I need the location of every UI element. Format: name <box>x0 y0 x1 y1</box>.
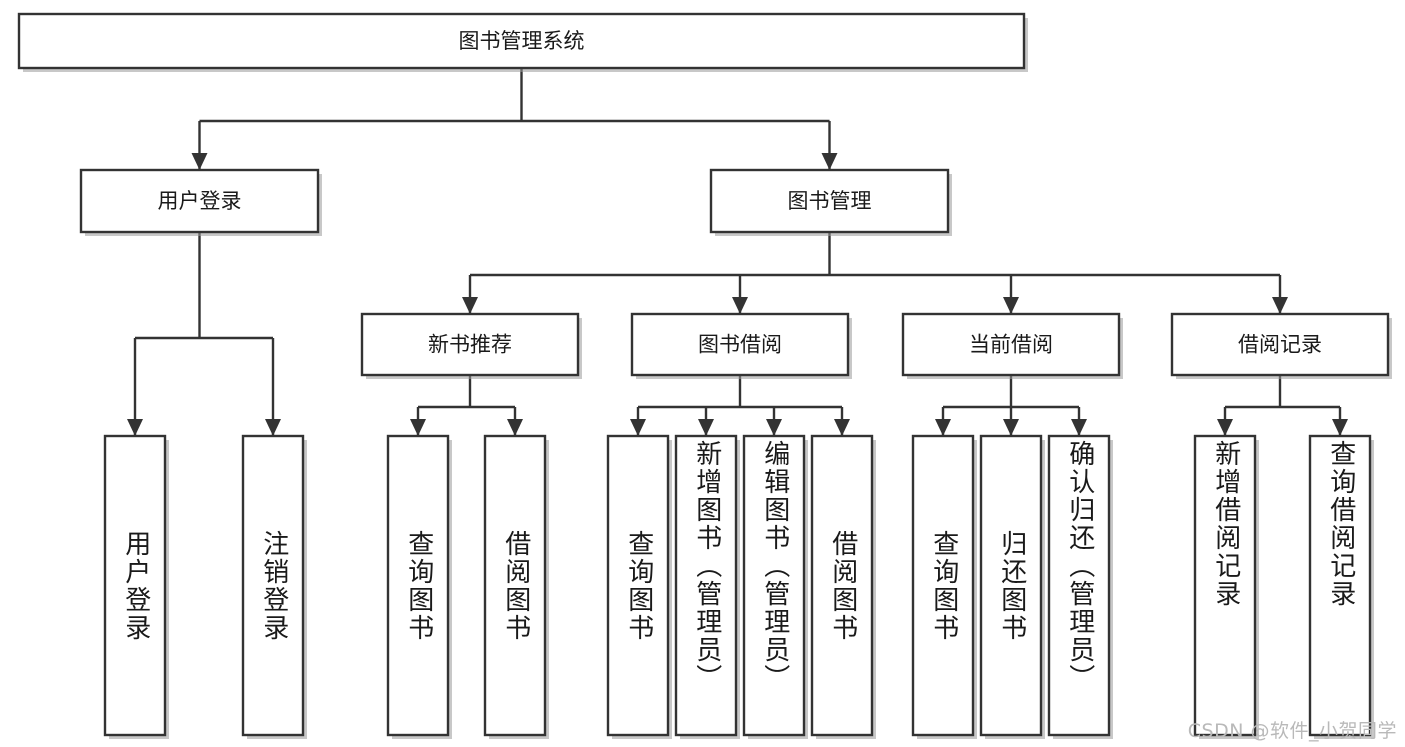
node-label: 借阅记录 <box>1238 333 1322 357</box>
arrow-head-icon <box>462 297 478 314</box>
node-box[interactable] <box>1193 434 1257 737</box>
arrow-head-icon <box>507 419 523 436</box>
arrow-head-icon <box>732 297 748 314</box>
node-borrow-records[interactable]: 借阅记录 <box>1170 312 1392 379</box>
node-box[interactable] <box>606 434 670 737</box>
node-leaf-return-book[interactable] <box>979 434 1045 739</box>
arrow-head-icon <box>1071 419 1087 436</box>
node-label: 新书推荐 <box>428 333 512 357</box>
arrow-head-icon <box>698 419 714 436</box>
node-box[interactable] <box>911 434 975 737</box>
edge-group-book-borrow <box>630 375 850 436</box>
arrow-head-icon <box>127 419 143 436</box>
arrow-head-icon <box>1003 419 1019 436</box>
edge-group-new-book-recommend <box>410 375 523 436</box>
arrow-head-icon <box>821 153 838 170</box>
arrow-head-icon <box>630 419 646 436</box>
node-box[interactable] <box>483 434 547 737</box>
edge-group-borrow-records <box>1217 375 1348 436</box>
node-label: 用户登录 <box>158 189 242 213</box>
node-leaf-query-book-current[interactable] <box>911 434 977 739</box>
node-book-borrow[interactable]: 图书借阅 <box>630 312 852 379</box>
watermark-text: CSDN @软件_小贺同学 <box>1187 720 1397 742</box>
node-leaf-borrow-book-rec[interactable] <box>483 434 549 739</box>
edges-layer <box>127 68 1348 436</box>
node-box[interactable] <box>360 312 580 377</box>
node-box[interactable] <box>979 434 1043 737</box>
node-root[interactable]: 图书管理系统 <box>17 12 1028 72</box>
edge-group-root <box>191 68 838 170</box>
node-user-login[interactable]: 用户登录 <box>79 168 322 236</box>
node-leaf-user-logout[interactable] <box>241 434 307 739</box>
node-label: 当前借阅 <box>969 333 1053 357</box>
node-leaf-user-login[interactable] <box>103 434 169 739</box>
node-box[interactable] <box>810 434 874 737</box>
arrow-head-icon <box>410 419 426 436</box>
node-leaf-query-record[interactable] <box>1308 434 1374 739</box>
arrow-head-icon <box>935 419 951 436</box>
arrow-head-icon <box>834 419 850 436</box>
arrow-head-icon <box>766 419 782 436</box>
node-current-borrow[interactable]: 当前借阅 <box>901 312 1123 379</box>
node-box[interactable] <box>1170 312 1390 377</box>
node-box[interactable] <box>17 12 1026 70</box>
node-label: 图书管理 <box>788 189 872 213</box>
arrow-head-icon <box>1003 297 1019 314</box>
node-leaf-edit-book[interactable] <box>742 434 808 739</box>
edge-group-book-management <box>462 232 1288 314</box>
arrow-head-icon <box>1217 419 1233 436</box>
node-new-book-recommend[interactable]: 新书推荐 <box>360 312 582 379</box>
arrow-head-icon <box>1272 297 1288 314</box>
node-leaf-query-book-rec[interactable] <box>386 434 452 739</box>
node-label: 图书管理系统 <box>459 29 585 53</box>
arrow-head-icon <box>191 153 208 170</box>
node-box[interactable] <box>709 168 950 234</box>
node-label: 图书借阅 <box>698 333 782 357</box>
node-leaf-query-book-borrow[interactable] <box>606 434 672 739</box>
arrow-head-icon <box>1332 419 1348 436</box>
node-box[interactable] <box>1047 434 1111 737</box>
node-box[interactable] <box>241 434 305 737</box>
node-box[interactable] <box>674 434 738 737</box>
node-box[interactable] <box>386 434 450 737</box>
node-box[interactable] <box>630 312 850 377</box>
node-box[interactable] <box>79 168 320 234</box>
node-box[interactable] <box>901 312 1121 377</box>
node-box[interactable] <box>1308 434 1372 737</box>
node-box[interactable] <box>742 434 806 737</box>
edge-group-user-login <box>127 232 281 436</box>
node-leaf-borrow-book[interactable] <box>810 434 876 739</box>
node-leaf-add-book[interactable] <box>674 434 740 739</box>
node-box[interactable] <box>103 434 167 737</box>
arrow-head-icon <box>265 419 281 436</box>
node-book-management[interactable]: 图书管理 <box>709 168 952 236</box>
node-leaf-add-record[interactable] <box>1193 434 1259 739</box>
edge-group-current-borrow <box>935 375 1087 436</box>
node-leaf-confirm-return[interactable] <box>1047 434 1113 739</box>
